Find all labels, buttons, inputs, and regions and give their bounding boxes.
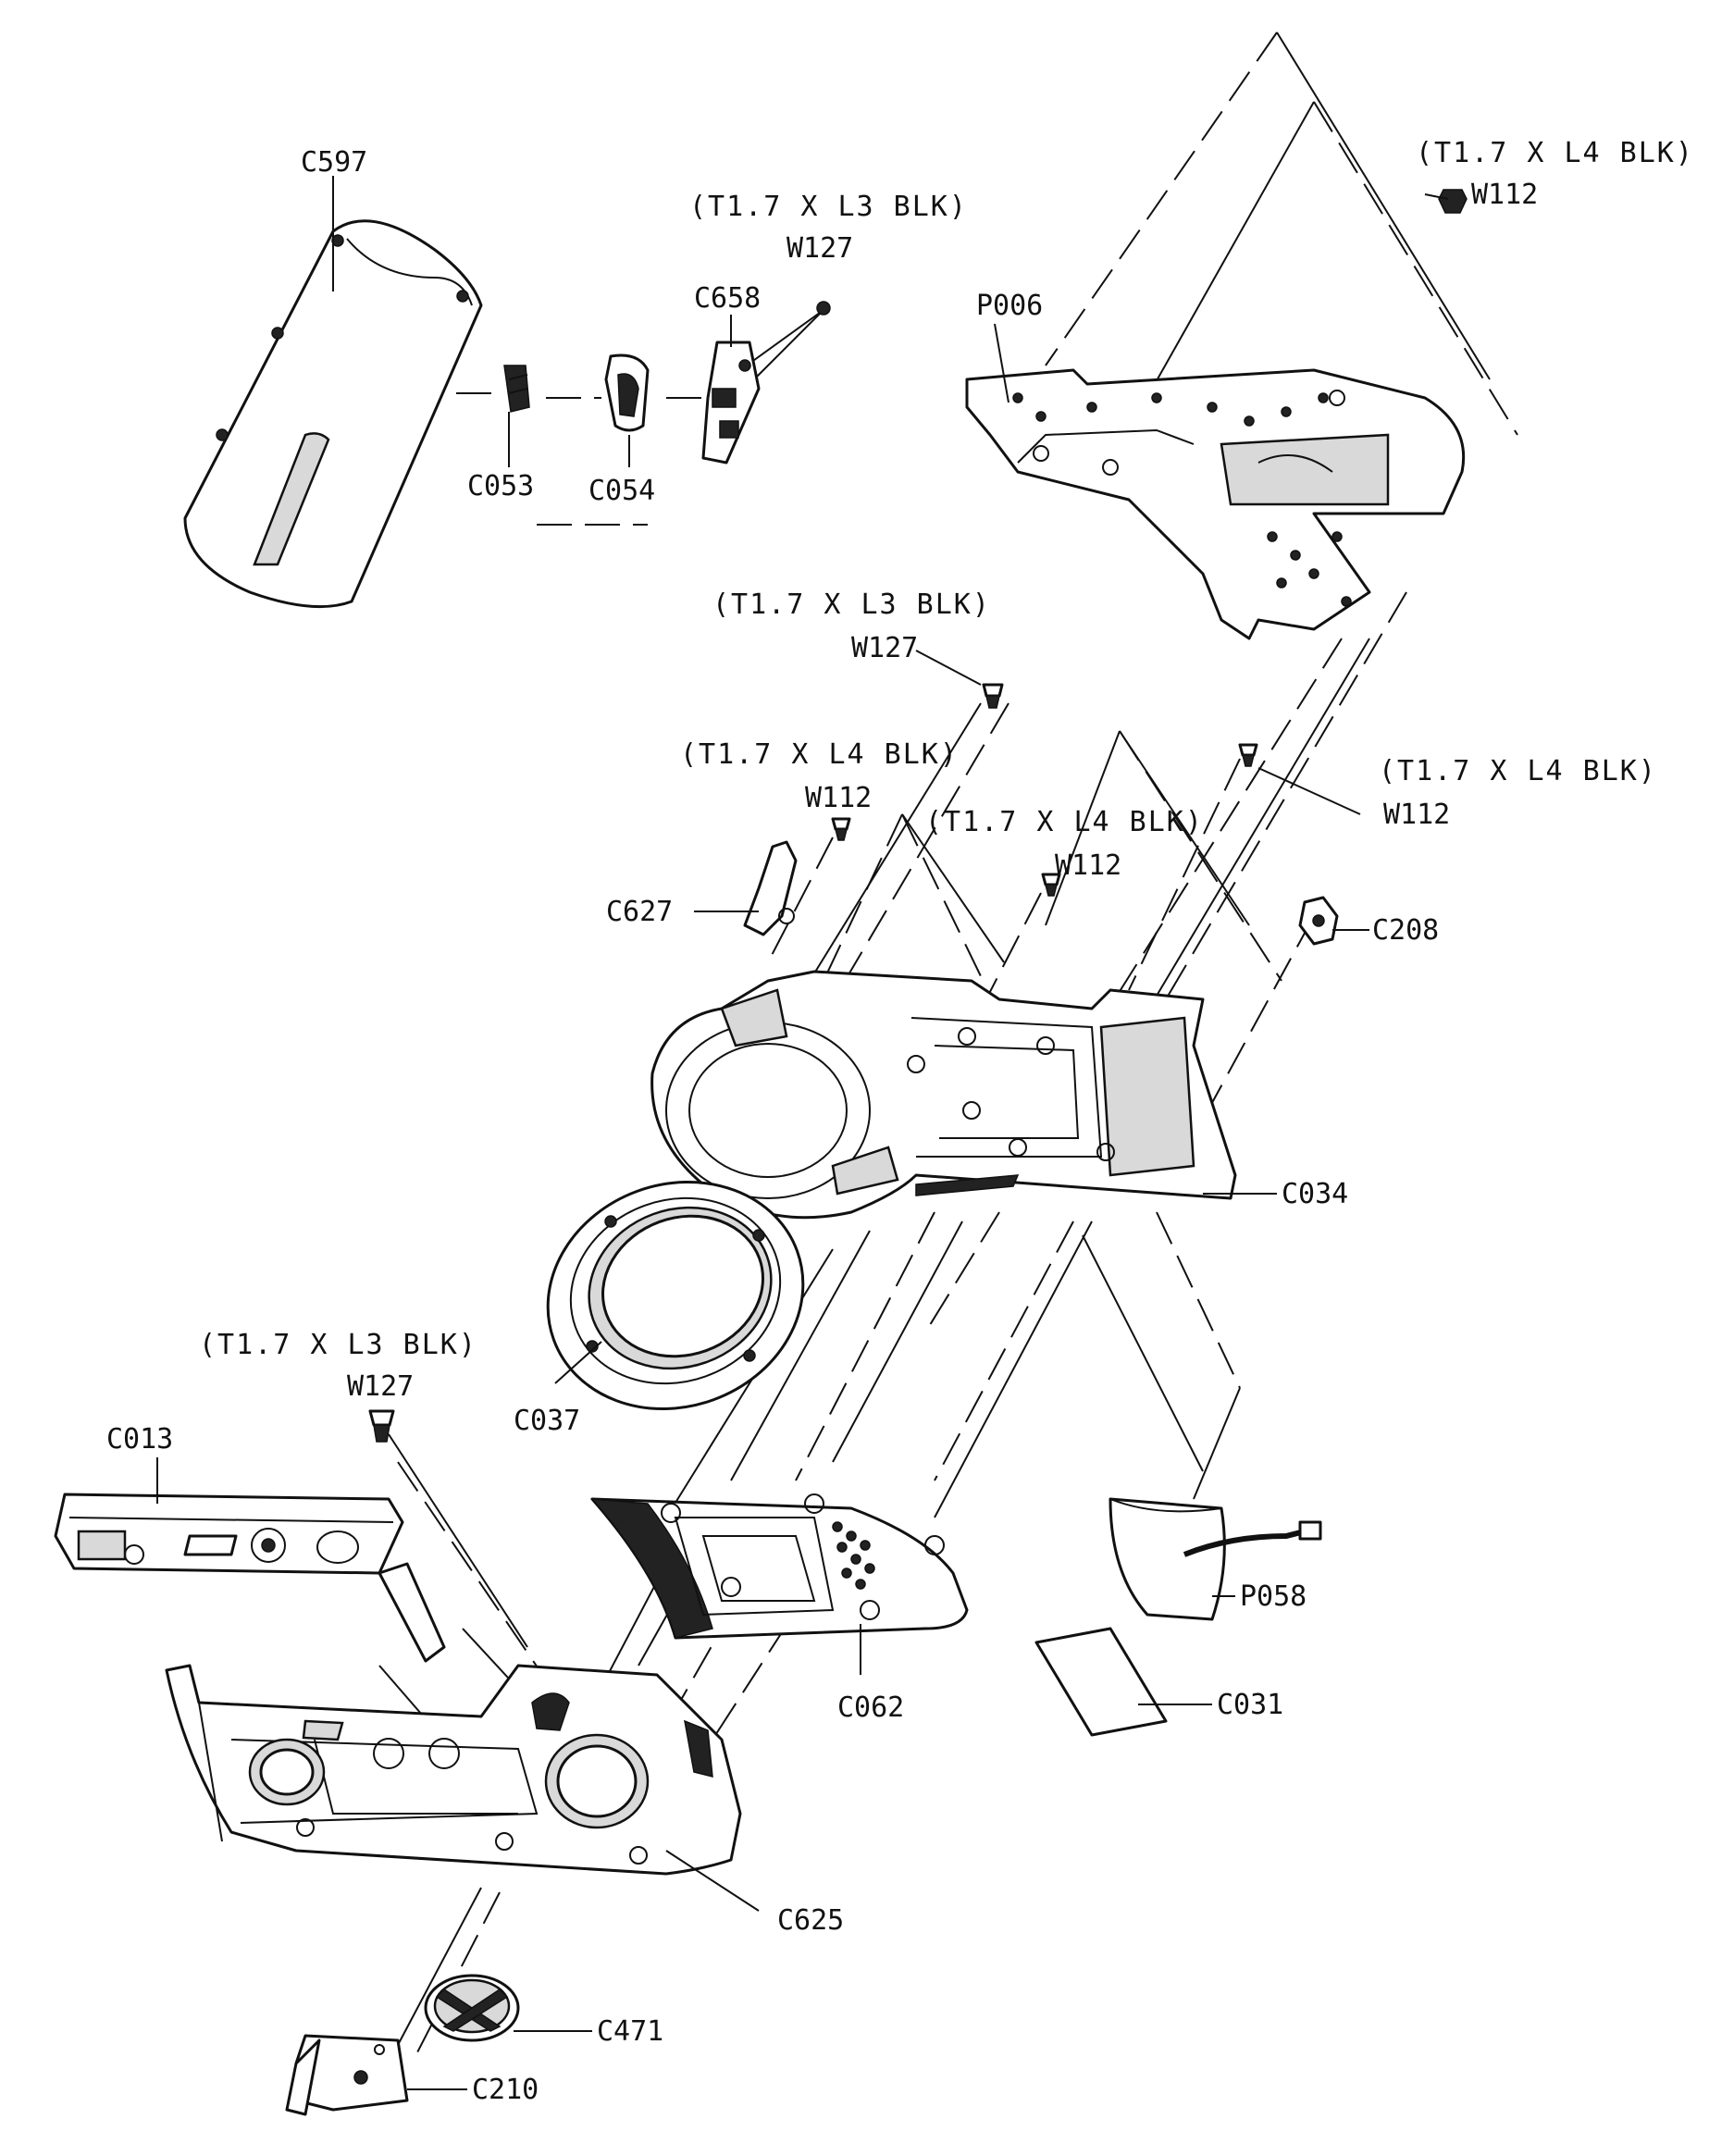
label-c210: C210 <box>472 2074 539 2106</box>
label-c597: C597 <box>301 146 367 179</box>
part-c208-contact <box>1298 896 1339 946</box>
screw-code-w112-top: W112 <box>1471 179 1538 211</box>
label-c054: C054 <box>588 475 655 507</box>
label-p006: P006 <box>976 290 1043 322</box>
part-c597-cover <box>183 219 483 609</box>
label-c625: C625 <box>777 1904 844 1937</box>
part-labels: C597 C053 C054 C658 P006 C627 C208 C034 … <box>106 146 1439 2106</box>
part-c037-lens-ring <box>546 1180 805 1411</box>
screw-w112-right <box>1238 743 1258 767</box>
part-c062-plate <box>590 1493 969 1640</box>
label-c053: C053 <box>467 470 534 502</box>
screw-w112-middle <box>1041 873 1061 897</box>
screw-labels: (T1.7 X L3 BLK) W127 (T1.7 X L4 BLK) W11… <box>199 137 1694 1403</box>
label-leader-lines <box>156 176 1449 2090</box>
label-p058: P058 <box>1240 1580 1307 1613</box>
screw-code-w112-middle: W112 <box>1055 849 1121 882</box>
screw-spec-w112-right: (T1.7 X L4 BLK) <box>1379 755 1657 787</box>
label-c013: C013 <box>106 1423 173 1456</box>
part-c053-clip <box>503 365 530 413</box>
label-c062: C062 <box>837 1691 904 1724</box>
part-c627-bracket <box>743 840 798 936</box>
screw-spec-w112-left: (T1.7 X L4 BLK) <box>680 738 959 771</box>
screw-w112-top <box>1438 189 1468 214</box>
part-p058-battery <box>1109 1497 1322 1621</box>
screw-spec-w112-middle: (T1.7 X L4 BLK) <box>925 806 1204 838</box>
screw-code-w112-right: W112 <box>1383 799 1450 831</box>
screw-spec-w127-center: (T1.7 X L3 BLK) <box>712 589 991 621</box>
screw-w127-top <box>816 301 831 316</box>
label-c471: C471 <box>597 2015 663 2048</box>
part-c471-cap <box>424 1974 520 2042</box>
screw-spec-w112-top: (T1.7 X L4 BLK) <box>1416 137 1694 169</box>
screw-spec-w127-lower: (T1.7 X L3 BLK) <box>199 1329 477 1361</box>
label-c208: C208 <box>1372 914 1439 947</box>
part-c658-bracket <box>701 341 761 465</box>
label-c034: C034 <box>1282 1178 1348 1210</box>
part-p006-circuit-board <box>965 368 1466 640</box>
screw-code-w127-center: W127 <box>851 632 918 664</box>
screw-code-w112-left: W112 <box>805 782 872 814</box>
part-c625-housing <box>165 1664 742 1876</box>
part-c210-bracket <box>285 2034 409 2116</box>
label-c627: C627 <box>606 896 673 928</box>
label-c031: C031 <box>1217 1689 1283 1721</box>
label-c658: C658 <box>694 282 761 315</box>
screw-w112-left <box>831 817 851 841</box>
screw-spec-w127-top: (T1.7 X L3 BLK) <box>689 191 968 223</box>
part-c031-sheet <box>1034 1627 1168 1737</box>
screw-w127-center <box>982 683 1004 709</box>
part-c034-frame <box>650 970 1237 1220</box>
part-c013-top-strip <box>54 1493 446 1663</box>
screw-w127-lower <box>368 1409 395 1443</box>
screw-code-w127-lower: W127 <box>347 1370 414 1403</box>
screw-code-w127-top: W127 <box>786 232 853 265</box>
label-c037: C037 <box>514 1405 580 1437</box>
part-c054-spring <box>604 353 650 432</box>
